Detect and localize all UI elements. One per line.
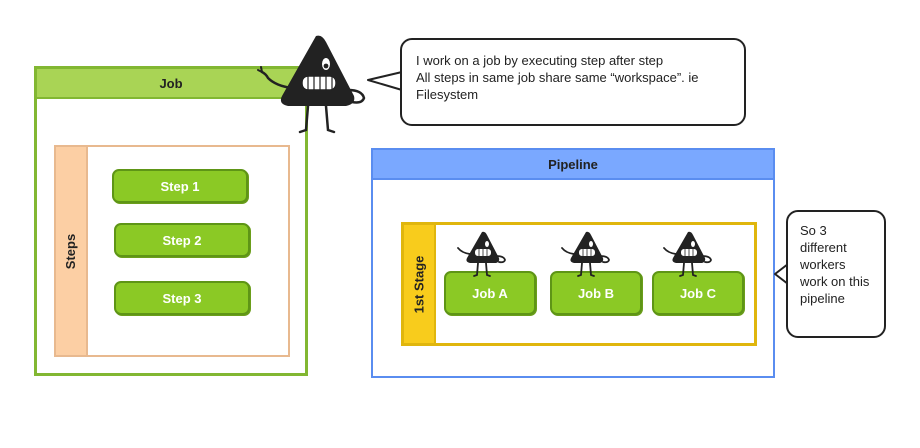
bubble-1-line-1: I work on a job by executing step after …	[416, 53, 664, 68]
step-2-box: Step 2	[114, 223, 250, 257]
job-c-box: Job C	[652, 271, 744, 315]
bubble-tail-1	[367, 71, 403, 91]
steps-band: Steps	[56, 147, 88, 355]
speech-bubble-worker: I work on a job by executing step after …	[400, 38, 746, 126]
pipeline-container: Pipeline 1st Stage Job A Job B Job C	[371, 148, 775, 378]
pipeline-header: Pipeline	[373, 150, 773, 180]
job-a-label: Job A	[472, 285, 508, 301]
worker-mascot-icon	[257, 35, 366, 134]
pipeline-title: Pipeline	[548, 156, 598, 172]
steps-container: Steps Step 1 Step 2 Step 3	[54, 145, 290, 357]
bubble-2-line-5: pipeline	[800, 291, 845, 306]
job-c-label: Job C	[679, 285, 717, 301]
job-title: Job	[159, 75, 183, 91]
bubble-1-line-3: Filesystem	[416, 87, 479, 102]
job-a-box: Job A	[444, 271, 536, 315]
step-3-box: Step 3	[114, 281, 250, 315]
job-header: Job	[37, 69, 305, 99]
bubble-tail-2	[774, 263, 789, 285]
bubble-2-line-1: So 3	[800, 223, 827, 238]
step-1-label: Step 1	[160, 178, 200, 194]
bubble-2-line-4: work on this	[800, 274, 870, 289]
worker-a-icon	[457, 231, 506, 277]
steps-label: Steps	[63, 233, 79, 269]
bubble-2-line-2: different	[800, 240, 847, 255]
step-2-label: Step 2	[162, 232, 202, 248]
stage-label: 1st Stage	[411, 255, 427, 313]
bubble-2-line-3: workers	[800, 257, 846, 272]
worker-b-icon	[561, 231, 610, 277]
stage-band: 1st Stage	[404, 225, 436, 343]
bubble-1-line-2: All steps in same job share same “worksp…	[416, 70, 699, 85]
step-1-box: Step 1	[112, 169, 248, 203]
job-b-box: Job B	[550, 271, 642, 315]
step-3-label: Step 3	[162, 290, 202, 306]
speech-bubble-pipeline: So 3 different workers work on this pipe…	[786, 210, 886, 338]
job-container: Job Steps Step 1 Step 2 Step 3	[34, 66, 308, 376]
job-b-label: Job B	[577, 285, 615, 301]
worker-c-icon	[663, 231, 712, 277]
stage-container: 1st Stage Job A Job B Job C	[401, 222, 757, 346]
